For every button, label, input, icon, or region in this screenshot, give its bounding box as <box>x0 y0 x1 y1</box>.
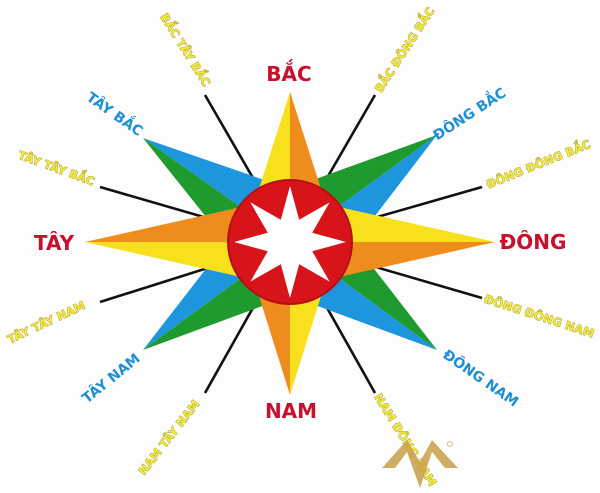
label-northeast: ĐÔNG BẮC <box>429 83 509 144</box>
label-sse: NAM ĐÔNG NAM <box>371 391 440 489</box>
label-south: NAM <box>265 399 317 423</box>
label-wnw: TÂY TÂY BẮC <box>16 146 97 188</box>
label-southwest: TÂY NAM <box>79 350 144 407</box>
label-ene: ĐÔNG ĐÔNG BẮC <box>484 135 593 191</box>
label-nnw: BẮC TÂY BẮC <box>157 10 215 89</box>
label-ese: ĐÔNG ĐÔNG NAM <box>482 291 596 341</box>
label-ssw: NAM TÂY NAM <box>135 397 203 478</box>
watermark-logo <box>382 440 458 488</box>
label-wsw: TÂY TÂY NAM <box>5 297 88 346</box>
center-star-icon <box>234 186 346 298</box>
label-northwest: TÂY BẮC <box>83 87 147 140</box>
label-north: BẮC <box>266 60 311 86</box>
label-nne: BẮC ĐÔNG BẮC <box>370 4 437 95</box>
label-west: TÂY <box>34 231 75 255</box>
label-east: ĐÔNG <box>500 230 567 254</box>
label-southeast: ĐÔNG NAM <box>440 345 523 410</box>
